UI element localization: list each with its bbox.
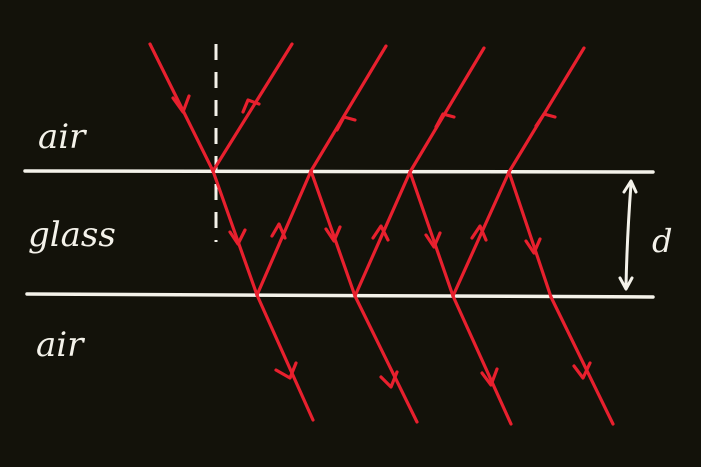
transmitted-up-ray-4 bbox=[507, 46, 586, 174]
thickness-label: d bbox=[652, 222, 672, 260]
arrowhead-exit-1 bbox=[274, 361, 298, 380]
exit-ray-4 bbox=[549, 295, 615, 426]
arrowhead-glass-down-4 bbox=[524, 237, 542, 255]
air-top-label: air bbox=[38, 117, 87, 157]
arrowhead-glass-down-3 bbox=[424, 231, 442, 249]
arrowhead-up-air-3 bbox=[434, 112, 456, 129]
arrowhead-incident bbox=[171, 94, 191, 114]
glass-down-ray-2 bbox=[309, 169, 357, 298]
arrowhead-glass-up-1 bbox=[270, 222, 287, 240]
glass-label: glass bbox=[28, 215, 116, 255]
top-interface-line bbox=[23, 169, 655, 174]
arrowhead-up-air-2 bbox=[335, 115, 357, 132]
arrowhead-up-air-4 bbox=[534, 112, 557, 128]
glass-up-ray-2 bbox=[353, 170, 412, 298]
arrowhead-glass-down-2 bbox=[324, 225, 342, 243]
glass-down-ray-1 bbox=[211, 169, 259, 297]
arrowhead-glass-down-1 bbox=[228, 228, 247, 246]
arrowhead-exit-4 bbox=[572, 361, 592, 380]
reflected-ray-1 bbox=[211, 42, 294, 173]
exit-ray-1 bbox=[255, 293, 315, 422]
arrowhead-glass-up-3 bbox=[470, 224, 488, 242]
rays-group bbox=[148, 42, 615, 426]
bottom-interface-line bbox=[25, 292, 655, 299]
glass-up-ray-3 bbox=[451, 170, 511, 298]
arrowhead-exit-2 bbox=[379, 370, 399, 389]
transmitted-up-ray-2 bbox=[309, 44, 388, 173]
glass-down-ray-4 bbox=[507, 170, 553, 299]
arrowheads-group bbox=[171, 94, 592, 389]
air-bottom-label: air bbox=[36, 325, 85, 365]
arrowhead-reflected-1 bbox=[241, 98, 261, 114]
glass-down-ray-3 bbox=[408, 170, 455, 298]
thickness-arrow bbox=[618, 179, 638, 291]
arrowhead-glass-up-2 bbox=[371, 224, 390, 242]
exit-ray-2 bbox=[353, 294, 419, 424]
transmitted-up-ray-3 bbox=[408, 46, 486, 174]
arrowhead-exit-3 bbox=[480, 367, 499, 387]
exit-ray-3 bbox=[451, 294, 513, 426]
